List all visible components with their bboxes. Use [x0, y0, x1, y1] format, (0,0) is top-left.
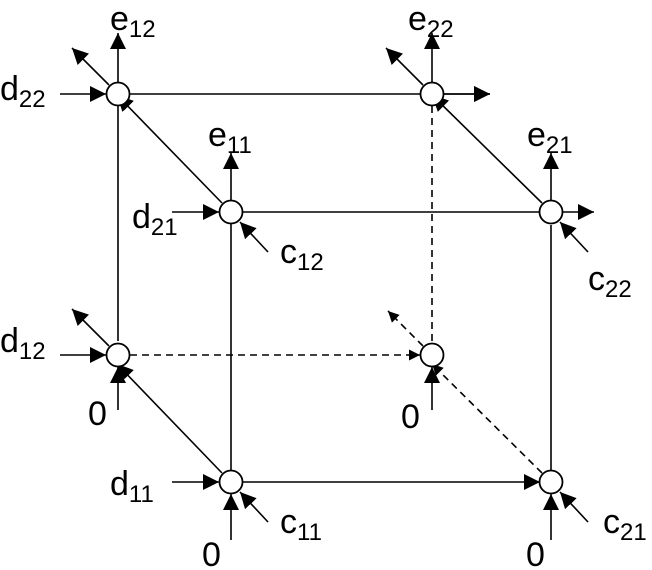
arrow-c22	[559, 221, 589, 253]
node-back-bottom-right	[419, 342, 445, 368]
node-front-top-left	[218, 199, 244, 225]
edge-diag-bottom-left	[116, 363, 223, 474]
node-front-top-right	[538, 199, 564, 225]
label-zero-front-left: 0	[202, 536, 221, 570]
arrow-c11	[239, 491, 269, 523]
nodes	[105, 81, 564, 495]
arrow-c12	[239, 221, 269, 253]
label-e21: e21	[527, 116, 573, 159]
label-d21: d21	[132, 198, 178, 241]
label-d11: d11	[110, 465, 154, 508]
node-back-top-left	[105, 81, 131, 107]
edge-diag-top-right	[431, 94, 543, 204]
arrow-c21	[559, 491, 589, 523]
arrow-stub-btl	[71, 47, 110, 86]
label-c12: c12	[280, 233, 324, 276]
external-arrows	[60, 33, 589, 540]
label-d22: d22	[0, 70, 46, 113]
label-e11: e11	[208, 116, 252, 159]
label-d12: d12	[0, 322, 46, 365]
label-zero-back-right: 0	[401, 398, 420, 436]
node-front-bottom-left	[218, 469, 244, 495]
label-c11: c11	[280, 503, 322, 546]
label-e22: e22	[408, 0, 454, 43]
label-e12: e12	[110, 0, 156, 43]
arrow-stub-bbl	[71, 308, 110, 347]
arrow-stub-bbr-dashed	[387, 310, 424, 347]
edge-diag-bottom-right-dashed	[431, 363, 543, 474]
edge-diag-top-left	[116, 94, 223, 204]
label-c22: c22	[588, 260, 632, 303]
node-back-top-right	[419, 81, 445, 107]
label-zero-back-left: 0	[88, 395, 107, 433]
arrow-stub-btr	[385, 47, 424, 86]
label-zero-front-right: 0	[526, 536, 545, 570]
node-front-bottom-right	[538, 469, 564, 495]
cube-edges	[116, 86, 594, 490]
label-c21: c21	[603, 503, 647, 546]
node-back-bottom-left	[105, 342, 131, 368]
